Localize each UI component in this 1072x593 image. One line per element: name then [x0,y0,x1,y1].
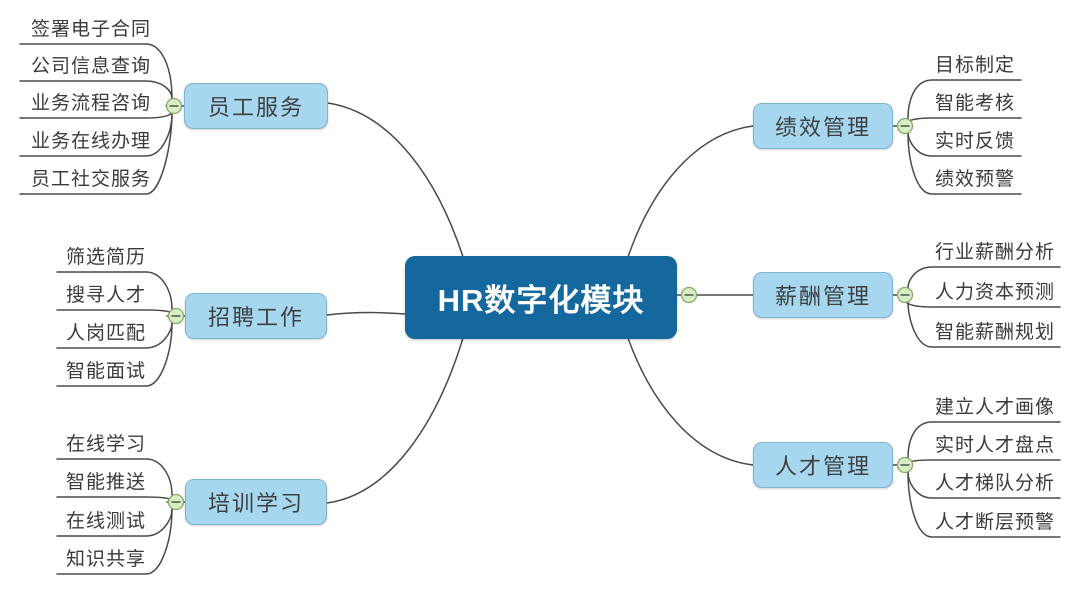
child-connector [906,459,1061,464]
child-node[interactable]: 人岗匹配 [66,323,147,344]
connector-center-to-employee-service [327,102,464,258]
connector-center-to-performance [627,125,754,258]
child-node[interactable]: 建立人才画像 [935,397,1056,418]
child-node[interactable]: 绩效预警 [935,169,1016,190]
child-node[interactable]: 智能考核 [935,93,1016,114]
branch-node-compensation[interactable]: 薪酬管理 [753,272,893,318]
child-node[interactable]: 实时人才盘点 [935,435,1056,456]
child-node[interactable]: 人力资本预测 [935,282,1056,303]
child-node[interactable]: 在线测试 [66,511,147,532]
collapse-toggle-compensation[interactable] [896,286,914,304]
child-connector [56,496,173,501]
child-connector [907,266,1061,289]
child-node[interactable]: 搜寻人才 [66,285,147,306]
child-node[interactable]: 行业薪酬分析 [935,242,1056,263]
child-node[interactable]: 签署电子合同 [31,19,152,40]
child-connector [19,112,173,195]
branch-node-training[interactable]: 培训学习 [185,479,327,525]
child-node[interactable]: 智能薪酬规划 [935,322,1056,343]
child-connector [56,508,173,575]
child-node[interactable]: 员工社交服务 [31,169,152,190]
child-node[interactable]: 目标制定 [935,55,1016,76]
collapse-toggle-recruitment[interactable] [167,307,185,325]
child-connector [56,309,173,314]
child-connector [56,322,173,387]
child-node[interactable]: 知识共享 [66,549,147,570]
branch-node-recruitment[interactable]: 招聘工作 [185,293,327,339]
child-connector [906,117,1022,123]
child-connector [19,80,173,100]
child-node[interactable]: 人才断层预警 [935,512,1056,533]
collapse-toggle-talent[interactable] [896,456,914,474]
child-node[interactable]: 公司信息查询 [31,56,152,77]
branch-node-employee-service[interactable]: 员工服务 [184,83,328,129]
branch-node-performance[interactable]: 绩效管理 [753,103,893,149]
child-node[interactable]: 智能面试 [66,361,147,382]
child-node[interactable]: 人才梯队分析 [935,473,1056,494]
child-node[interactable]: 筛选简历 [66,247,147,268]
collapse-toggle-performance[interactable] [896,117,914,135]
child-node[interactable]: 智能推送 [66,472,147,493]
child-node[interactable]: 在线学习 [66,434,147,455]
child-connector [19,43,173,100]
branch-node-talent[interactable]: 人才管理 [753,442,893,488]
child-node[interactable]: 业务流程咨询 [31,93,152,114]
central-topic[interactable]: HR数字化模块 [405,256,677,339]
child-connector [907,79,1022,120]
collapse-toggle-employee-service[interactable] [165,97,183,115]
collapse-toggle-center-right[interactable] [680,286,698,304]
connector-center-to-talent [627,337,754,466]
child-connector [19,112,173,119]
connector-center-to-training [326,337,464,504]
child-connector [907,471,1061,538]
child-connector [907,132,1022,195]
child-connector [56,458,173,496]
child-node[interactable]: 实时反馈 [935,131,1016,152]
child-connector [907,301,1061,348]
collapse-toggle-training[interactable] [167,493,185,511]
child-connector [56,271,173,310]
connector-center-to-recruitment [326,311,406,316]
child-connector [907,421,1061,459]
child-node[interactable]: 业务在线办理 [31,131,152,152]
